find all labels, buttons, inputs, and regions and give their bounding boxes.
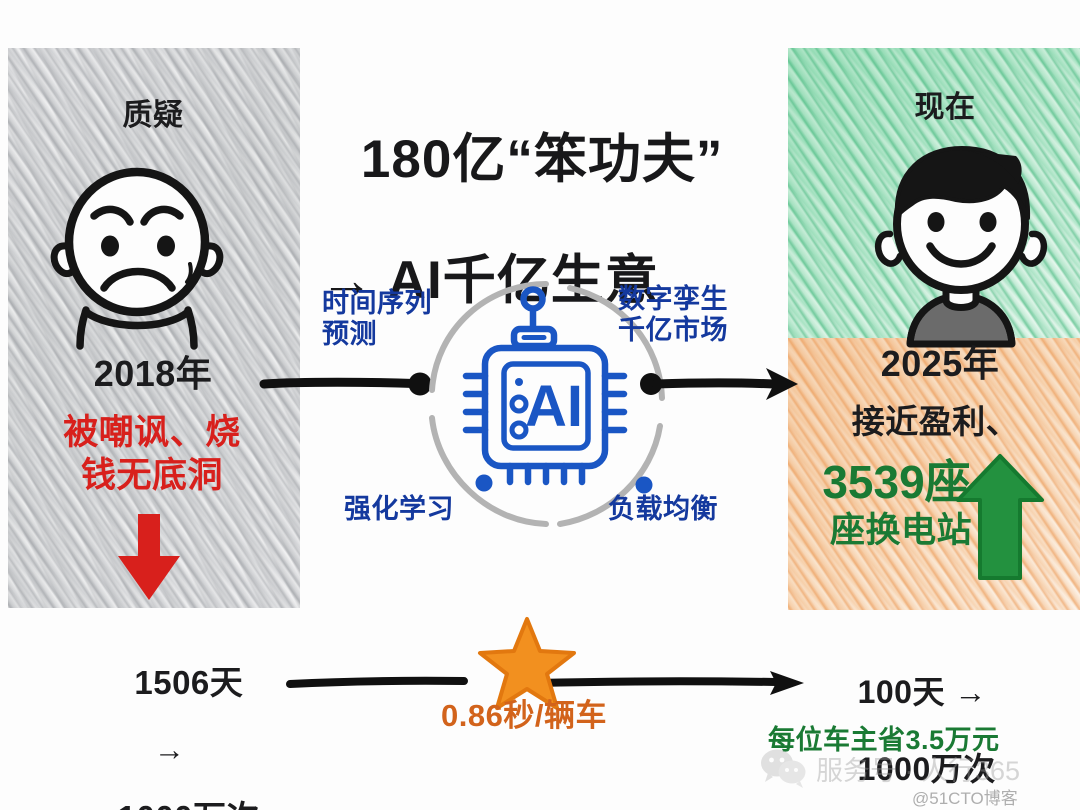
orange-star-icon (478, 617, 576, 710)
chip-ai-text: AI (525, 374, 583, 439)
left-red-problem-text: 被嘲讽、烧 钱无底洞 (63, 413, 241, 495)
bottom-right-line-1: 100天 → (857, 674, 987, 711)
label-digital-twin: 数字孪生 千亿市场 (618, 284, 728, 345)
right-station-count: 3539座 (822, 456, 971, 508)
bottom-left-metric: 1506天 → 1000万次 (62, 632, 277, 810)
right-year-label: 2025年 (880, 343, 1000, 384)
right-station-label: 座换电站 (829, 511, 972, 550)
bottom-left-value: 1506天 (134, 663, 244, 701)
long-arrow-right-icon (286, 671, 804, 695)
sad-face-icon (50, 167, 224, 350)
right-panel-header: 现在 (914, 91, 976, 124)
label-timeseries: 时间序列 预测 (322, 288, 432, 349)
bottom-right-savings: 每位车主省3.5万元 (768, 725, 1000, 755)
left-year-label: 2018年 (93, 353, 213, 394)
watermark-credit: @51CTO博客 (912, 789, 1018, 808)
bottom-right-metric: 100天 → 1000万次 (820, 635, 1050, 810)
label-reinforcement-learning: 强化学习 (344, 494, 454, 524)
green-up-arrow-icon (956, 454, 1044, 580)
chip-orbit-dots (475, 474, 653, 494)
page-title: 180亿“笨功夫” → AI千亿生意 (298, 70, 738, 432)
bottom-right-line-2: 1000万次 (857, 751, 996, 788)
ai-chip-icon: AI (462, 286, 628, 486)
label-load-balance: 负载均衡 (608, 494, 718, 524)
red-down-arrow-icon (118, 514, 180, 600)
happy-face-icon (875, 146, 1047, 348)
bottom-left-result: 1000万次 (118, 799, 260, 810)
title-line-1: 180亿“笨功夫” (360, 130, 724, 190)
star-caption: 0.86秒/辆车 (441, 698, 607, 733)
arrow-right-icon (640, 368, 798, 400)
chip-orbit-ring (429, 281, 665, 527)
left-panel-header: 质疑 (122, 99, 184, 132)
bottom-left-arrow-icon: → (153, 731, 186, 767)
right-profit-text: 接近盈利、 (851, 403, 1020, 440)
connector-line-dot-icon (259, 372, 432, 396)
right-panel-orange-background (788, 338, 1080, 610)
